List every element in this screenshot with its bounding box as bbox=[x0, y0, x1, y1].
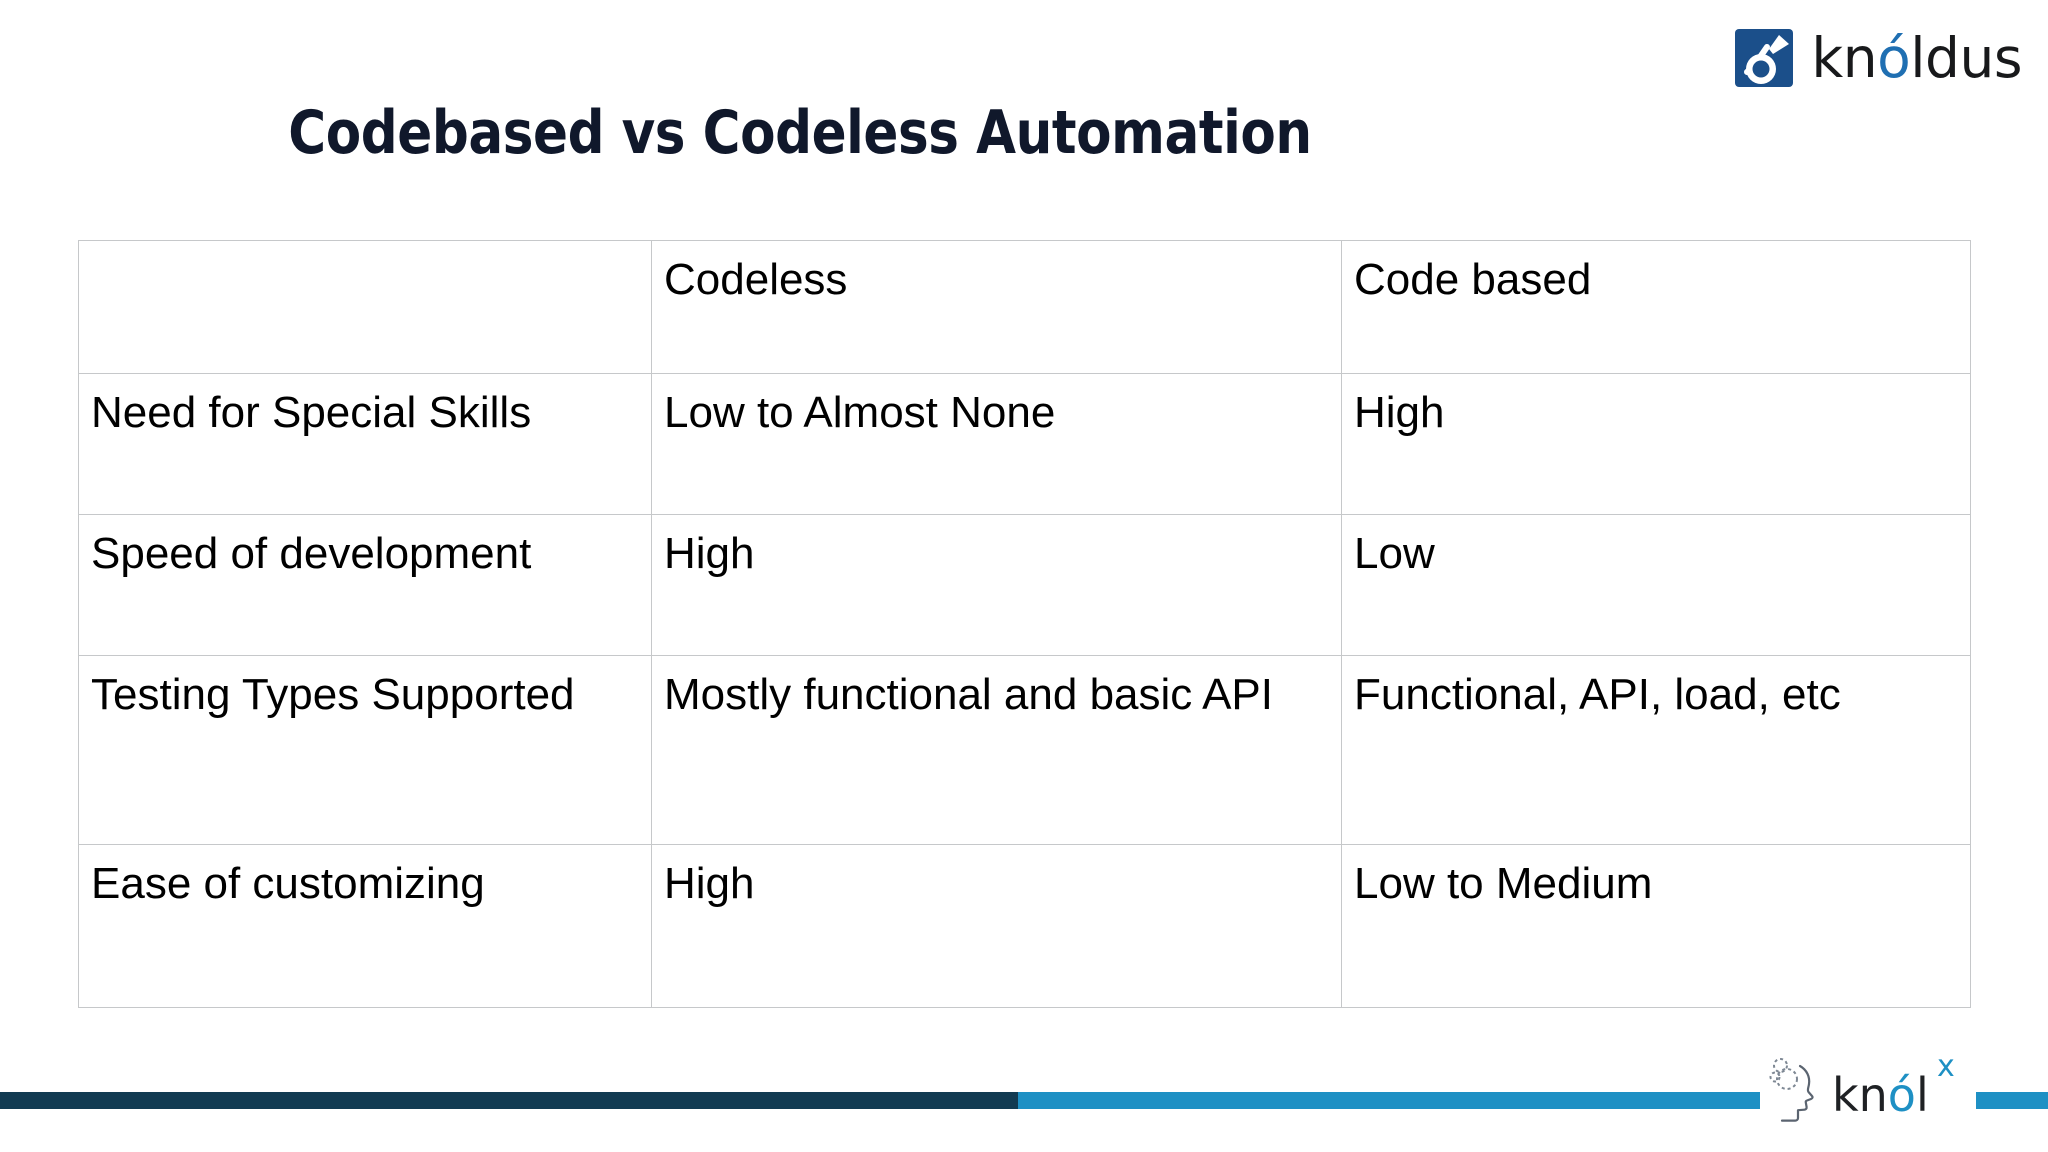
row-codebased-value: Low to Medium bbox=[1341, 844, 1971, 1008]
knoldus-brand-logo: knóldus bbox=[1733, 22, 2022, 94]
table-row: Speed of development High Low bbox=[78, 514, 1971, 656]
row-label: Need for Special Skills bbox=[78, 373, 652, 515]
comparison-table: Codeless Code based Need for Special Ski… bbox=[78, 240, 1971, 1008]
knolx-name-part1: kn bbox=[1832, 1068, 1888, 1122]
footer-bar-dark-segment bbox=[0, 1092, 1018, 1109]
row-codebased-value: Low bbox=[1341, 514, 1971, 656]
row-codeless-value: High bbox=[651, 844, 1342, 1008]
row-label: Ease of customizing bbox=[78, 844, 652, 1008]
knolx-name-part2: l bbox=[1915, 1068, 1929, 1122]
header-cell-blank bbox=[78, 240, 652, 374]
header-cell-codebased: Code based bbox=[1341, 240, 1971, 374]
brand-name-part1: kn bbox=[1811, 25, 1878, 90]
page-title: Codebased vs Codeless Automation bbox=[288, 98, 1312, 168]
row-codeless-value: Low to Almost None bbox=[651, 373, 1342, 515]
table-row: Ease of customizing High Low to Medium bbox=[78, 844, 1971, 1008]
knolx-head-gears-icon bbox=[1769, 1058, 1814, 1122]
row-codebased-value: Functional, API, load, etc bbox=[1341, 655, 1971, 845]
row-label: Speed of development bbox=[78, 514, 652, 656]
table-row: Testing Types Supported Mostly functiona… bbox=[78, 655, 1971, 845]
brand-wordmark: knóldus bbox=[1811, 30, 2022, 86]
knoldus-logo-icon bbox=[1735, 29, 1794, 87]
row-codeless-value: Mostly functional and basic API bbox=[651, 655, 1342, 845]
knolx-superscript-x: x bbox=[1936, 1049, 1955, 1084]
brand-name-accent: ó bbox=[1877, 25, 1911, 90]
table-row: Need for Special Skills Low to Almost No… bbox=[78, 373, 1971, 515]
table-header-row: Codeless Code based bbox=[78, 240, 1971, 374]
knolx-name-accent: ó bbox=[1887, 1068, 1916, 1122]
comparison-table-wrapper: Codeless Code based Need for Special Ski… bbox=[78, 240, 1971, 1008]
row-codebased-value: High bbox=[1341, 373, 1971, 515]
footer-accent-bar bbox=[0, 1092, 2048, 1109]
brand-name-part2: ldus bbox=[1910, 25, 2022, 90]
row-codeless-value: High bbox=[651, 514, 1342, 656]
row-label: Testing Types Supported bbox=[78, 655, 652, 845]
header-cell-codeless: Codeless bbox=[651, 240, 1342, 374]
